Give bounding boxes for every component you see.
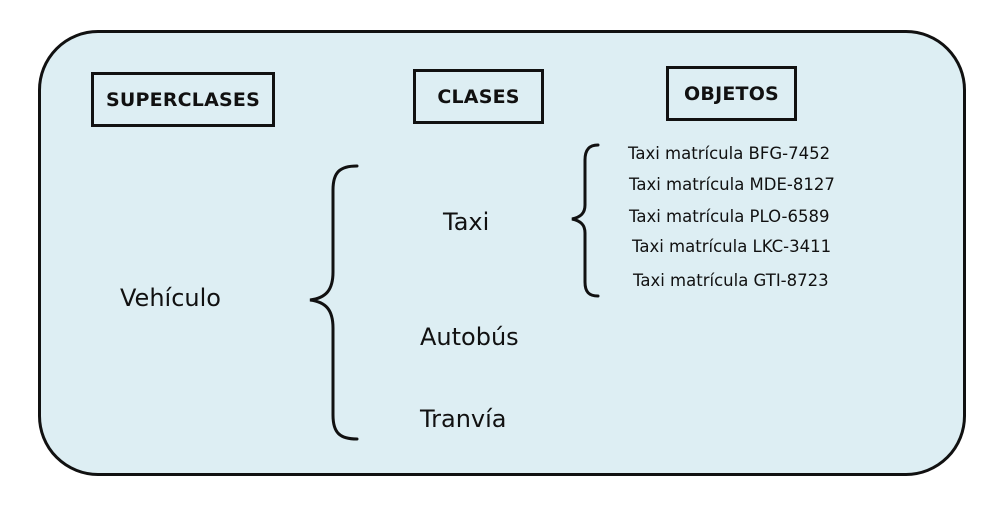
object-label: Taxi matrícula PLO-6589 [629, 207, 830, 226]
class-label-tranvia: Tranvía [420, 405, 507, 433]
object-label: Taxi matrícula MDE-8127 [629, 175, 835, 194]
object-label: Taxi matrícula LKC-3411 [632, 237, 832, 256]
class-label-autobus: Autobús [420, 323, 519, 351]
object-label: Taxi matrícula BFG-7452 [628, 144, 831, 163]
superclass-label: Vehículo [120, 284, 221, 312]
class-label-taxi: Taxi [443, 208, 490, 236]
header-superclasses: SUPERCLASES [91, 72, 275, 127]
object-label: Taxi matrícula GTI-8723 [633, 271, 829, 290]
header-objects: OBJETOS [666, 66, 797, 121]
header-classes: CLASES [413, 69, 544, 124]
